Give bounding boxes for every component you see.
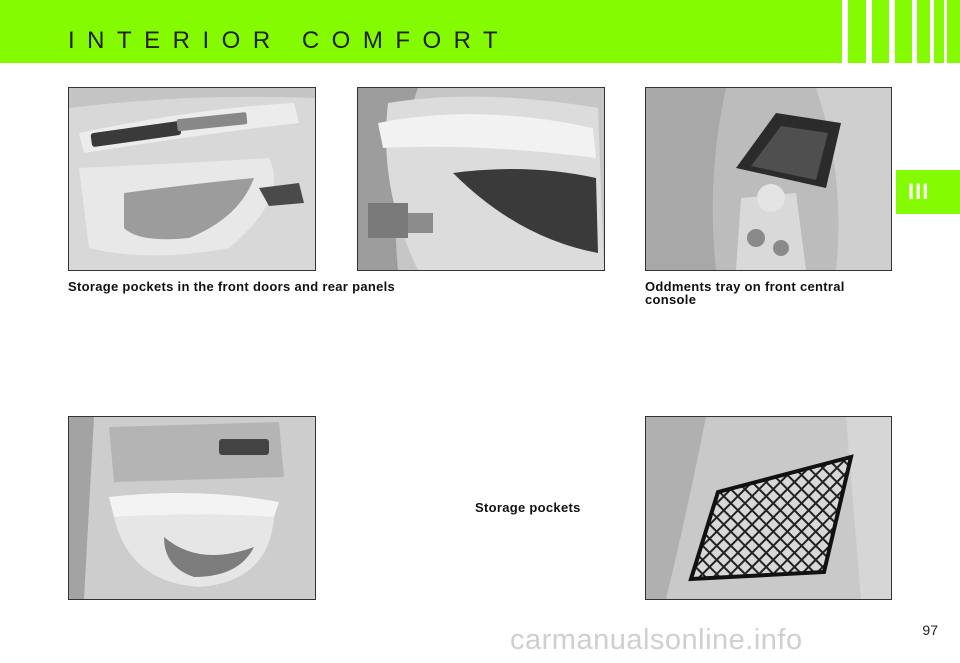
chapter-tab: III [896, 170, 960, 214]
caption-storage-pockets: Storage pockets [475, 500, 581, 515]
caption-oddments-tray: Oddments tray on front central console [645, 279, 845, 307]
rear-panel-pocket-photo [357, 87, 605, 271]
door-pocket-photo [68, 416, 316, 600]
door-storage-pocket-photo [68, 87, 316, 271]
net-pocket-photo [645, 416, 892, 600]
page-number: 97 [922, 622, 938, 638]
page-title: INTERIOR COMFORT [68, 27, 511, 54]
header-stripe [842, 0, 848, 63]
caption-front-doors-rear-panels: Storage pockets in the front doors and r… [68, 279, 396, 294]
header-stripe [912, 0, 917, 63]
header-stripe [889, 0, 895, 63]
watermark: carmanualsonline.info [510, 624, 803, 656]
header-stripe [944, 0, 947, 63]
header-banner [0, 0, 960, 63]
header-stripe [930, 0, 934, 63]
oddments-tray-photo [645, 87, 892, 271]
chapter-tab-label: III [908, 179, 930, 204]
header-stripe [866, 0, 872, 63]
